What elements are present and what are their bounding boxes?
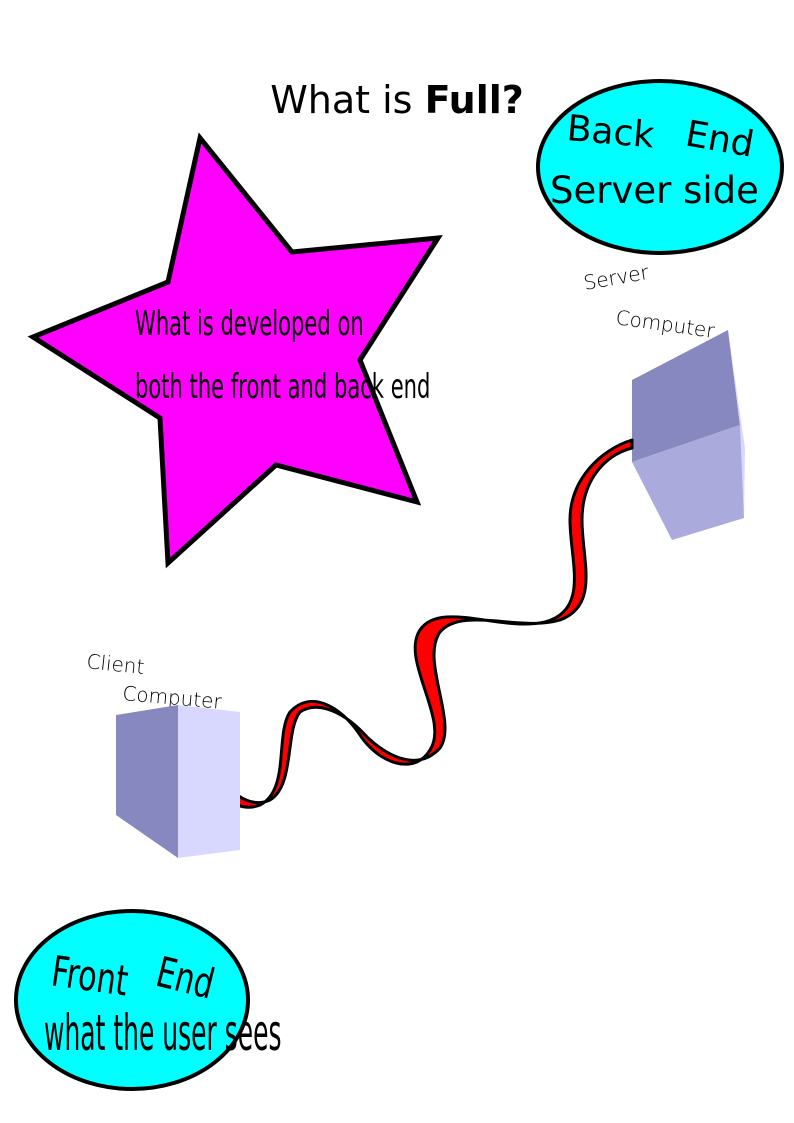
star-shape bbox=[27, 132, 443, 569]
client-computer-icon bbox=[116, 705, 240, 858]
server-label-1: Server bbox=[582, 260, 652, 295]
back-end-ellipse bbox=[536, 79, 784, 255]
client-box-left bbox=[116, 705, 178, 858]
star-text-line1: What is developed on bbox=[135, 304, 364, 344]
title-prefix: What is bbox=[270, 78, 413, 122]
front-end-bubble: Front End what the user sees bbox=[14, 909, 282, 1091]
page-title: What is Full? bbox=[0, 78, 794, 122]
client-label-1: Client bbox=[85, 649, 145, 679]
server-label-2: Computer bbox=[614, 305, 717, 343]
star-text-line2: both the front and back end bbox=[135, 367, 430, 407]
back-end-subtitle: Server side bbox=[550, 169, 759, 212]
server-box-top bbox=[632, 330, 740, 462]
title-bold: Full? bbox=[424, 78, 524, 122]
full-stack-star: What is developed on both the front and … bbox=[27, 132, 443, 569]
front-end-ellipse bbox=[14, 909, 250, 1091]
server-box-side bbox=[728, 330, 745, 518]
server-computer-icon bbox=[632, 330, 745, 540]
front-end-subtitle: what the user sees bbox=[44, 1004, 282, 1062]
server-box-front bbox=[632, 425, 744, 540]
client-box-right bbox=[178, 705, 240, 858]
back-end-bubble: Back End Server side bbox=[536, 79, 784, 255]
front-end-word-front: Front bbox=[49, 946, 132, 1006]
back-end-word-back: Back bbox=[565, 108, 656, 156]
